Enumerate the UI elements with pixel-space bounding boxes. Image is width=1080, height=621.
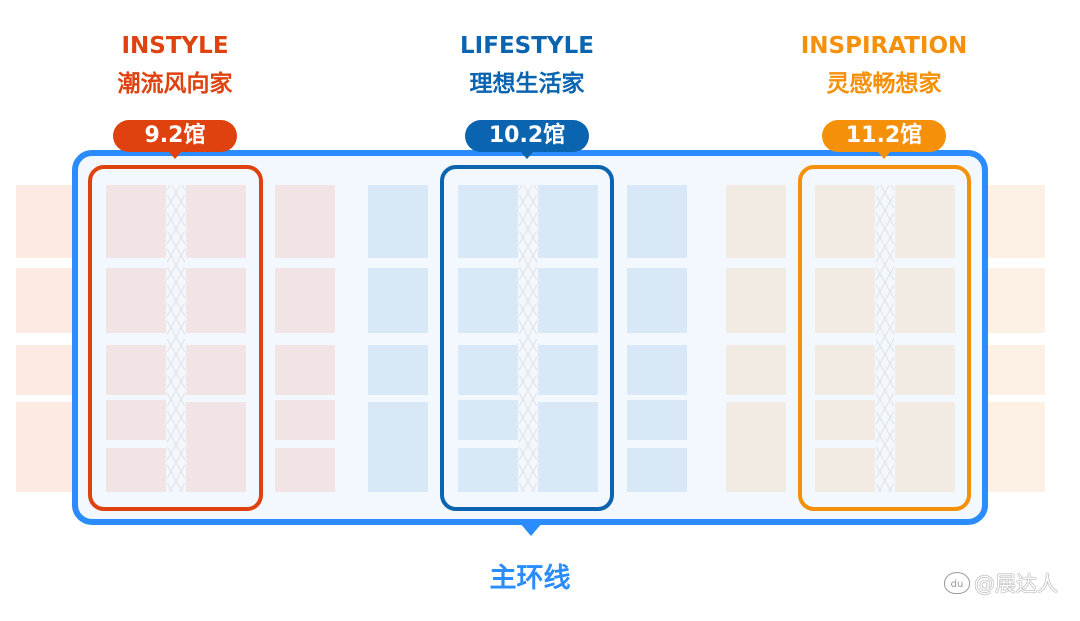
booth-block <box>16 268 72 333</box>
booth-block <box>275 268 335 333</box>
hall-title-en-lifestyle: LIFESTYLE <box>460 33 594 59</box>
booth-block <box>627 345 687 395</box>
badge-pointer <box>520 151 534 159</box>
booth-block <box>368 345 428 395</box>
booth-block <box>895 402 955 492</box>
booth-block <box>458 400 518 440</box>
booth-block <box>538 402 598 492</box>
booth-block <box>988 402 1045 492</box>
baidu-paw-icon: du <box>944 572 970 594</box>
walkway-zipper <box>876 185 894 492</box>
booth-block <box>186 268 246 333</box>
booth-block <box>815 400 875 440</box>
booth-block <box>815 448 875 492</box>
booth-block <box>458 268 518 333</box>
booth-block <box>726 268 786 333</box>
hall-badge-instyle: 9.2馆 <box>113 120 237 152</box>
booth-block <box>988 345 1045 395</box>
booth-block <box>275 448 335 492</box>
badge-pointer <box>877 151 891 159</box>
booth-block <box>895 185 955 258</box>
booth-block <box>988 185 1045 258</box>
booth-block <box>16 402 72 492</box>
booth-block <box>106 345 166 395</box>
booth-block <box>186 185 246 258</box>
hall-outline-inspiration <box>798 165 971 511</box>
hall-outline-lifestyle <box>440 165 614 511</box>
watermark: du @展达人 <box>944 568 1058 598</box>
booth-block <box>627 400 687 440</box>
booth-block <box>16 185 72 258</box>
booth-block <box>895 345 955 395</box>
booth-block <box>538 345 598 395</box>
booth-block <box>275 185 335 258</box>
hall-title-cn-lifestyle: 理想生活家 <box>469 71 585 97</box>
booth-block <box>106 400 166 440</box>
booth-block <box>186 345 246 395</box>
hall-title-en-inspiration: INSPIRATION <box>800 33 968 59</box>
booth-block <box>368 185 428 258</box>
walkway-zipper <box>167 185 185 492</box>
booth-block <box>106 268 166 333</box>
booth-block <box>815 185 875 258</box>
booth-block <box>988 268 1045 333</box>
booth-block <box>726 402 786 492</box>
booth-block <box>106 448 166 492</box>
booth-block <box>627 185 687 258</box>
booth-block <box>368 268 428 333</box>
booth-block <box>368 402 428 492</box>
booth-block <box>726 345 786 395</box>
booth-block <box>186 402 246 492</box>
booth-block <box>627 448 687 492</box>
booth-block <box>538 268 598 333</box>
booth-block <box>458 345 518 395</box>
walkway-zipper <box>519 185 537 492</box>
watermark-text: @展达人 <box>974 572 1058 596</box>
booth-block <box>275 345 335 395</box>
hall-badge-lifestyle: 10.2馆 <box>465 120 589 152</box>
hall-title-cn-instyle: 潮流风向家 <box>117 71 233 97</box>
hall-badge-inspiration: 11.2馆 <box>822 120 946 152</box>
hall-outline-instyle <box>88 165 263 511</box>
booth-block <box>458 185 518 258</box>
main-loop-label: 主环线 <box>489 563 571 594</box>
booth-block <box>815 268 875 333</box>
booth-block <box>815 345 875 395</box>
hall-title-cn-inspiration: 灵感畅想家 <box>826 71 942 97</box>
booth-block <box>16 345 72 395</box>
main-loop-pointer <box>519 522 543 536</box>
booth-block <box>538 185 598 258</box>
badge-pointer <box>168 151 182 159</box>
booth-block <box>275 400 335 440</box>
booth-block <box>627 268 687 333</box>
booth-block <box>106 185 166 258</box>
booth-block <box>726 185 786 258</box>
booth-block <box>458 448 518 492</box>
booth-block <box>895 268 955 333</box>
hall-title-en-instyle: INSTYLE <box>121 33 229 59</box>
